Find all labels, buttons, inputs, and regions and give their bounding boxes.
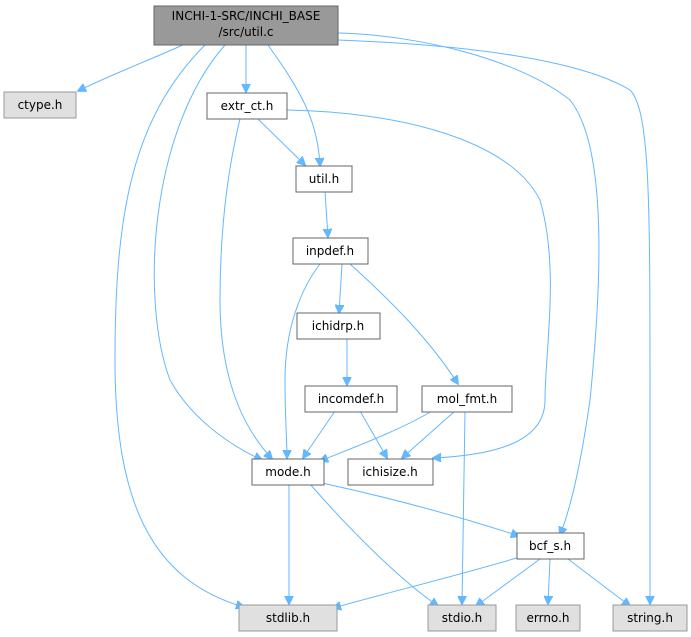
- node-stdlib-box: [238, 604, 338, 632]
- edge-extr_ct-util_h: [257, 118, 305, 165]
- edge-inpdef-ichidrp: [339, 263, 342, 313]
- edges-layer: [78, 32, 650, 608]
- node-extr_ct-label: extr_ct.h: [221, 99, 274, 113]
- node-root[interactable]: INCHI-1-SRC/INCHI_BASE /src/util.c: [153, 5, 339, 46]
- edge-mode-bcf_s: [321, 482, 519, 536]
- edge-root-ctype: [78, 43, 186, 91]
- nodes-layer: INCHI-1-SRC/INCHI_BASE /src/util.c ctype…: [3, 5, 688, 632]
- node-stdio[interactable]: stdio.h: [427, 604, 497, 632]
- edge-bcf_s-errno: [548, 558, 550, 604]
- edge-mol_fmt-ichisize: [402, 410, 456, 458]
- node-inpdef-box: [292, 237, 369, 265]
- node-string-label: string.h: [627, 611, 673, 625]
- node-util_h-box: [295, 165, 353, 193]
- node-stdlib-label: stdlib.h: [266, 611, 310, 625]
- node-bcf_s[interactable]: bcf_s.h: [516, 532, 585, 560]
- edge-bcf_s-stdio: [476, 558, 541, 606]
- edge-extr_ct-ichisize: [286, 109, 551, 458]
- node-mode-label: mode.h: [265, 465, 310, 479]
- node-ichidrp-label: ichidrp.h: [312, 319, 364, 333]
- node-mol_fmt[interactable]: mol_fmt.h: [421, 385, 513, 413]
- edge-root-util_h: [267, 44, 320, 166]
- node-incomdef-box: [304, 385, 398, 413]
- node-ctype[interactable]: ctype.h: [3, 91, 77, 119]
- node-ichisize-box: [347, 458, 434, 486]
- node-stdio-label: stdio.h: [442, 611, 482, 625]
- node-ichidrp[interactable]: ichidrp.h: [296, 312, 381, 340]
- node-string-box: [612, 604, 688, 632]
- edge-root-mode: [153, 44, 262, 460]
- edge-util_h-inpdef: [325, 190, 328, 237]
- edge-mode-stdio: [309, 483, 438, 606]
- node-bcf_s-label: bcf_s.h: [529, 539, 571, 553]
- node-inpdef-label: inpdef.h: [306, 244, 354, 258]
- node-mode[interactable]: mode.h: [251, 458, 325, 486]
- node-string[interactable]: string.h: [612, 604, 688, 632]
- node-util_h-label: util.h: [309, 172, 339, 186]
- node-util_h[interactable]: util.h: [295, 165, 353, 193]
- node-extr_ct[interactable]: extr_ct.h: [206, 92, 288, 120]
- node-stdlib[interactable]: stdlib.h: [238, 604, 338, 632]
- edge-inpdef-mode: [285, 263, 321, 458]
- node-incomdef[interactable]: incomdef.h: [304, 385, 398, 413]
- edge-bcf_s-stdlib: [333, 556, 521, 608]
- node-root-box: [153, 5, 339, 46]
- node-ichisize[interactable]: ichisize.h: [347, 458, 434, 486]
- node-mode-box: [251, 458, 325, 486]
- node-stdio-box: [427, 604, 497, 632]
- node-inpdef[interactable]: inpdef.h: [292, 237, 369, 265]
- node-root-line-1: INCHI-1-SRC/INCHI_BASE: [172, 9, 321, 23]
- node-errno[interactable]: errno.h: [515, 604, 581, 632]
- edge-incomdef-mode: [303, 410, 336, 458]
- node-ichidrp-box: [296, 312, 381, 340]
- node-root-line-2: /src/util.c: [219, 25, 274, 39]
- edge-root-stdlib: [114, 44, 244, 607]
- node-incomdef-label: incomdef.h: [318, 392, 384, 406]
- edge-bcf_s-string: [567, 558, 630, 606]
- node-ichisize-label: ichisize.h: [362, 465, 418, 479]
- node-ctype-label: ctype.h: [18, 98, 63, 112]
- edge-inpdef-mol_fmt: [349, 263, 458, 384]
- edge-mol_fmt-stdio: [462, 410, 465, 604]
- edge-mol_fmt-mode: [320, 410, 433, 461]
- node-bcf_s-box: [516, 532, 585, 560]
- edge-root-string: [337, 39, 650, 604]
- node-mol_fmt-box: [421, 385, 513, 413]
- node-mol_fmt-label: mol_fmt.h: [437, 392, 497, 406]
- node-ctype-box: [3, 91, 77, 119]
- node-errno-label: errno.h: [527, 611, 570, 625]
- edge-incomdef-ichisize: [359, 410, 387, 458]
- edge-extr_ct-mode: [219, 118, 272, 459]
- node-errno-box: [515, 604, 581, 632]
- edge-root-bcf_s: [337, 32, 600, 535]
- node-extr_ct-box: [206, 92, 288, 120]
